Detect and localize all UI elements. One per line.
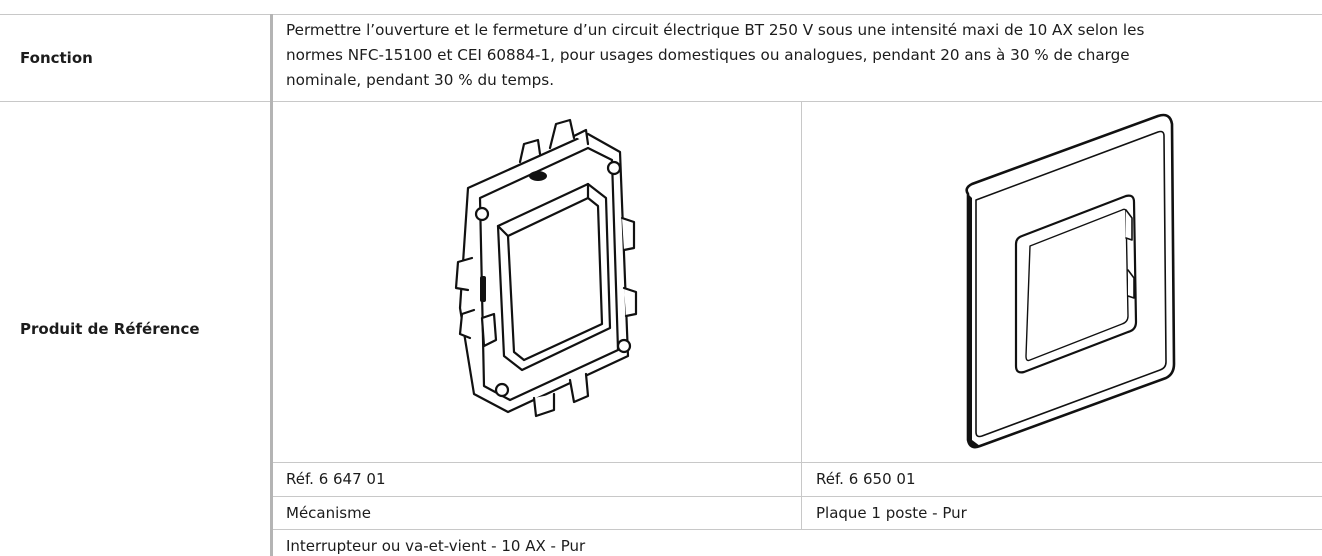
reference-product-label: Produit de Référence <box>20 320 200 338</box>
table-top-rule <box>0 14 1322 15</box>
function-label: Fonction <box>20 49 93 67</box>
product-2-ref: Réf. 6 650 01 <box>816 470 916 488</box>
row-divider-function <box>0 101 1322 102</box>
function-text-line-2: normes NFC-15100 et CEI 60884-1, pour us… <box>286 46 1130 64</box>
function-text-line-3: nominale, pendant 30 % du temps. <box>286 71 555 89</box>
product-column-rule <box>801 101 802 529</box>
name-row-bottom-rule <box>272 529 1322 530</box>
product-description: Interrupteur ou va-et-vient - 10 AX - Pu… <box>286 537 586 555</box>
image-row-bottom-rule <box>272 462 1322 463</box>
label-column-rule <box>270 14 273 556</box>
cover-plate-icon <box>965 113 1176 449</box>
product-2-name: Plaque 1 poste - Pur <box>816 504 967 522</box>
function-text-line-1: Permettre l’ouverture et le fermeture d’… <box>286 21 1145 39</box>
switch-mechanism-icon <box>454 118 638 418</box>
product-1-name: Mécanisme <box>286 504 371 522</box>
ref-row-bottom-rule <box>272 496 1322 497</box>
product-1-ref: Réf. 6 647 01 <box>286 470 386 488</box>
